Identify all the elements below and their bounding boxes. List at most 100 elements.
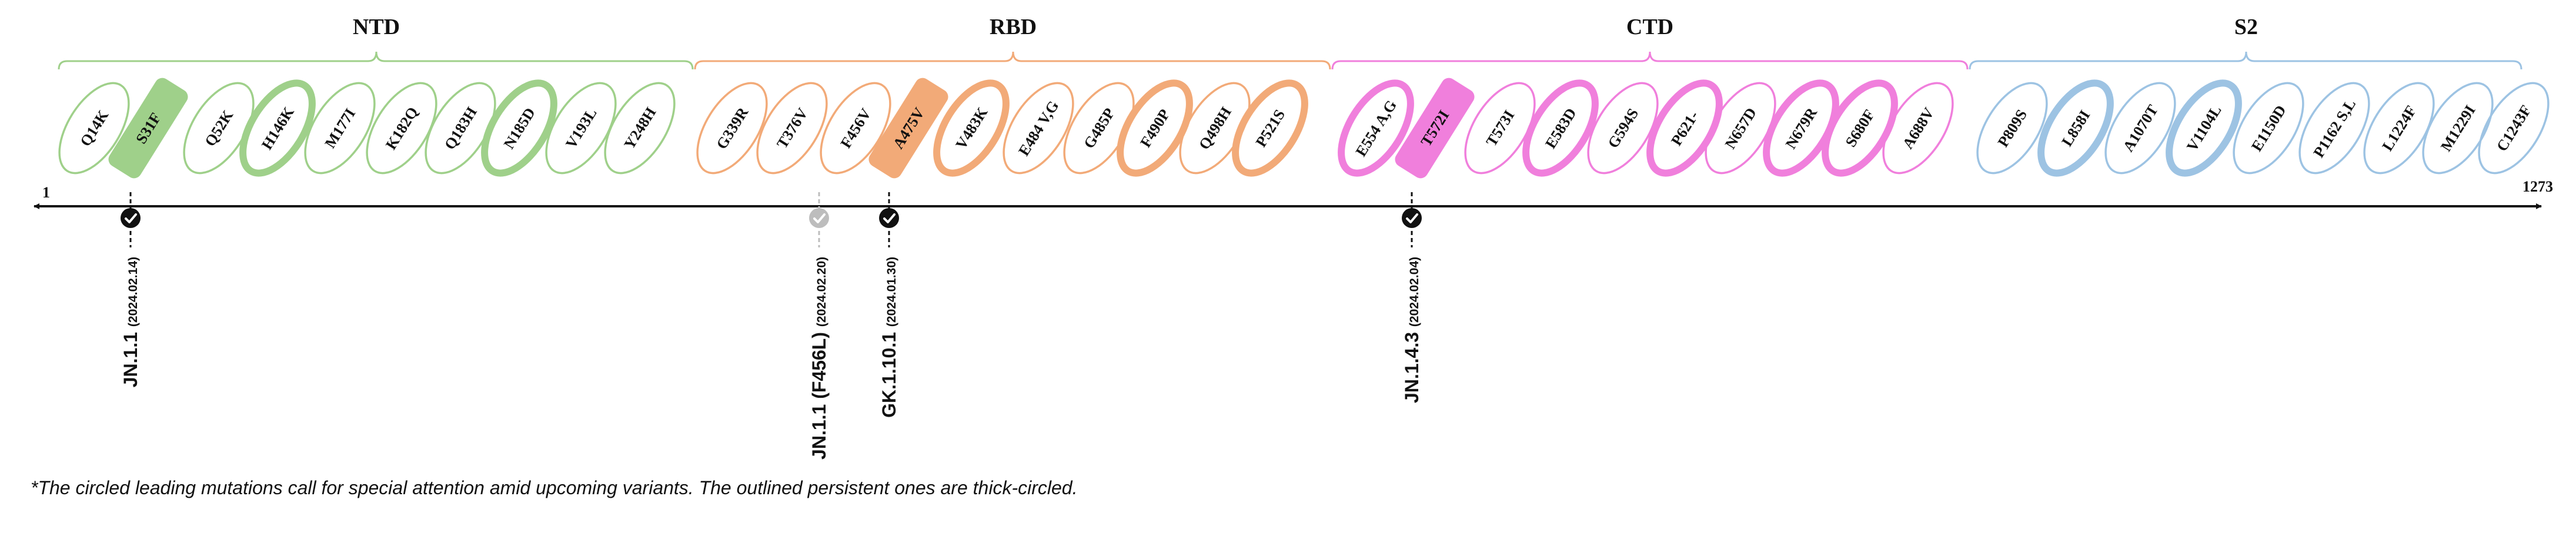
- check-mark: [125, 213, 137, 223]
- variant-label: JN.1.1 (2024.02.14): [120, 257, 141, 387]
- variant-name: JN.1.1 (F456L): [808, 327, 830, 460]
- mutation-label: C1243F: [2493, 102, 2535, 155]
- mutation-label: S680F: [1842, 106, 1878, 150]
- domain-label-ntd: NTD: [353, 15, 400, 39]
- mutation-box: [108, 78, 188, 179]
- mutation-box: [1395, 78, 1475, 179]
- mutation-ellipse: [1705, 82, 1776, 175]
- variant-marker-3: GK.1.10.1 (2024.01.30): [878, 192, 900, 418]
- mutation-c1243f: C1243F: [2478, 82, 2550, 175]
- mutation-ellipse: [1117, 79, 1193, 177]
- mutation-label: Q183H: [441, 104, 480, 153]
- mutation-label: Q14K: [77, 107, 112, 149]
- mutation-ellipse: [1976, 82, 2048, 175]
- check-icon: [879, 208, 899, 228]
- axis-end-label: 1273: [2522, 178, 2553, 195]
- mutation-f490p: F490P: [1117, 79, 1193, 177]
- domain-labels: NTD RBD CTD S2: [353, 15, 2258, 39]
- domain-label-rbd: RBD: [990, 15, 1037, 39]
- variant-date: (2024.02.04): [1408, 257, 1421, 327]
- mutation-label: P809S: [1994, 106, 2030, 150]
- mutation-n679r: N679R: [1763, 79, 1839, 177]
- variant-name: JN.1.4.3: [1401, 327, 1422, 403]
- mutation-p521s: P521S: [1232, 79, 1308, 177]
- variant-date: (2024.02.20): [815, 257, 828, 327]
- mutation-ellipse: [933, 79, 1010, 177]
- mutation-ellipse: [820, 82, 891, 175]
- mutation-ellipse: [2166, 79, 2242, 177]
- variant-markers: JN.1.1 (2024.02.14) JN.1.1 (F456L) (2024.…: [120, 192, 1422, 460]
- mutation-label: A1070T: [2120, 102, 2161, 155]
- mutation-label: N185D: [500, 105, 539, 152]
- mutation-ellipse: [1232, 79, 1308, 177]
- mutation-ellipse: [756, 82, 828, 175]
- variant-label: JN.1.4.3 (2024.02.04): [1401, 257, 1422, 403]
- brace-s2: [1969, 51, 2522, 70]
- mutation-ellipse: [481, 79, 557, 177]
- mutation-label: G485P: [1080, 105, 1118, 152]
- check-mark: [813, 213, 826, 223]
- mutation-label: V483K: [952, 104, 991, 152]
- mutation-label: V193L: [562, 105, 600, 152]
- domain-label-s2: S2: [2234, 15, 2258, 39]
- variant-name: GK.1.10.1: [878, 327, 900, 418]
- footnote: *The circled leading mutations call for …: [31, 477, 1078, 498]
- mutation-label: N657D: [1722, 105, 1760, 152]
- variant-date: (2024.01.30): [885, 257, 898, 327]
- mutation-label: Q498H: [1195, 104, 1235, 153]
- check-icon: [809, 208, 829, 228]
- mutation-ellipse: [1003, 82, 1074, 175]
- mutation-a688v: A688V: [1882, 82, 1954, 175]
- mutation-ellipse: [1338, 79, 1414, 177]
- mutation-label: F490P: [1137, 106, 1173, 150]
- check-mark: [1406, 213, 1418, 223]
- mutation-ellipse: [604, 82, 676, 175]
- mutation-label: G594S: [1605, 105, 1642, 151]
- mutation-ellipse: [58, 82, 130, 175]
- brace-rbd: [694, 51, 1331, 70]
- mutation-label: M177I: [322, 105, 359, 151]
- mutation-k182q: K182Q: [366, 82, 437, 175]
- mutation-label: E583D: [1542, 105, 1579, 152]
- check-icon: [121, 208, 141, 228]
- domain-braces: [58, 51, 2522, 70]
- mutation-ellipse: [696, 82, 768, 175]
- mutation-ellipse: [1522, 79, 1599, 177]
- mutation-ellipse: [545, 82, 617, 175]
- protein-axis: 1 1273: [34, 178, 2553, 209]
- mutation-ellipse: [1587, 82, 1659, 175]
- variant-marker-4: JN.1.4.3 (2024.02.04): [1401, 192, 1422, 403]
- brace-ntd: [58, 51, 694, 70]
- mutation-ellipse: [2037, 79, 2114, 177]
- mutation-label: F456V: [837, 105, 875, 151]
- mutation-label: L858I: [2059, 107, 2094, 149]
- mutation-ellipse: [1822, 79, 1898, 177]
- mutation-q183h: Q183H: [425, 82, 496, 175]
- mutation-ellipse: [2104, 82, 2176, 175]
- mutation-g485p: G485P: [1063, 82, 1135, 175]
- mutation-label: T376V: [773, 105, 811, 152]
- mutation-g339r: G339R: [696, 82, 768, 175]
- variant-name: JN.1.1: [120, 327, 141, 387]
- mutation-n185d: N185D: [481, 79, 557, 177]
- mutation-ellipse: [2478, 82, 2550, 175]
- variant-label: GK.1.10.1 (2024.01.30): [878, 257, 900, 418]
- mutation-ellipse: [1464, 82, 1536, 175]
- check-mark: [883, 213, 896, 223]
- mutation-ellipse: [1882, 82, 1954, 175]
- mutation-p621-: P621-: [1646, 79, 1723, 177]
- variant-marker-1: JN.1.1 (2024.02.14): [120, 192, 141, 387]
- domain-label-ctd: CTD: [1626, 15, 1673, 39]
- mutation-label: N679R: [1782, 105, 1820, 152]
- variant-date: (2024.02.14): [126, 257, 140, 327]
- mutation-s31f: S31F: [108, 78, 188, 179]
- mutation-s680f: S680F: [1822, 79, 1898, 177]
- mutation-label: M1229I: [2437, 102, 2479, 155]
- mutation-label: Y248H: [620, 105, 659, 153]
- mutation-label: P521S: [1252, 106, 1288, 150]
- mutation-ellipse: [366, 82, 437, 175]
- mutation-label: Q52K: [202, 107, 237, 149]
- mutation-label: P621-: [1668, 108, 1702, 149]
- check-icon: [1402, 208, 1422, 228]
- variant-marker-2: JN.1.1 (F456L) (2024.02.20): [808, 192, 830, 460]
